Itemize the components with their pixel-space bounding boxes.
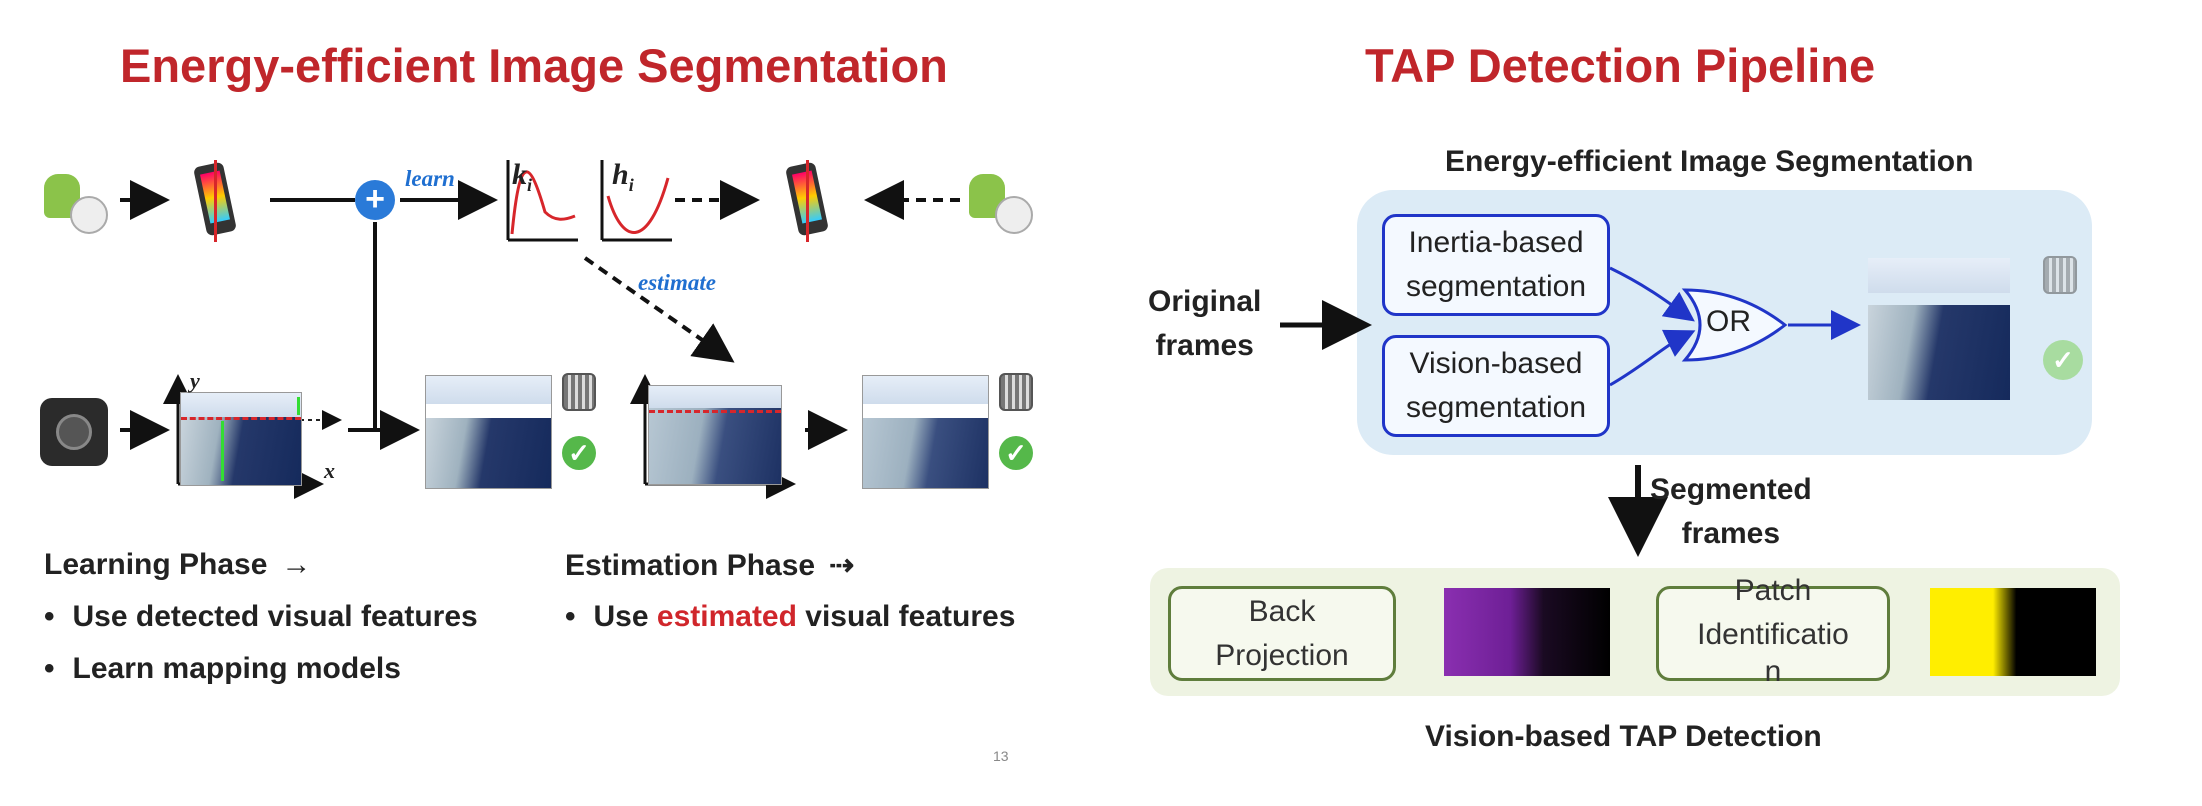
- axis-x-label: x: [324, 458, 335, 483]
- left-title: Energy-efficient Image Segmentation: [120, 39, 948, 92]
- right-title: TAP Detection Pipeline: [1365, 39, 1876, 92]
- arrow-vision-to-or: [1609, 329, 1696, 387]
- back-projection-map-image: [1444, 588, 1610, 676]
- phone-rotation-icon: [178, 160, 258, 242]
- segmentation-output-image: [1868, 258, 2010, 400]
- arrow-inertia-to-or: [1609, 266, 1695, 322]
- camera-icon: [40, 398, 108, 466]
- estimation-phase-heading: Estimation Phase⇢: [565, 549, 855, 582]
- learn-label: learn: [405, 166, 455, 191]
- combine-plus-icon: +: [355, 180, 395, 220]
- tap-detection-footer: Vision-based TAP Detection: [1425, 720, 1822, 753]
- dashed-arrow-icon: ⇢: [829, 549, 855, 582]
- solid-arrow-icon: →: [281, 548, 312, 581]
- patch-output-image: [1930, 588, 2096, 676]
- android-sensor-icon: [40, 168, 110, 234]
- axis-y-label: y: [190, 368, 200, 393]
- page-number: 13: [993, 748, 1009, 764]
- segmented-frame-1: [425, 375, 552, 489]
- arrow-estimate: [583, 256, 735, 363]
- k-graph: [506, 160, 578, 242]
- battery-saving-icon: [562, 373, 596, 411]
- check-icon-2: ✓: [999, 436, 1033, 470]
- h-graph: [600, 160, 672, 242]
- learning-bullet-2: Learn mapping models: [44, 652, 401, 686]
- learning-phase-heading: Learning Phase→: [44, 548, 312, 581]
- pipeline-flow-diagram: [1280, 266, 1928, 647]
- or-label: OR: [1706, 305, 1751, 338]
- learning-bullet-1: Use detected visual features: [44, 600, 478, 634]
- battery-saving-icon-2: [999, 373, 1033, 411]
- learning-flow-diagram: [120, 160, 960, 499]
- android-sensor-icon-2: [965, 168, 1035, 234]
- segmented-frame-2: [862, 375, 989, 489]
- k-label: ki: [512, 158, 533, 195]
- estimate-label: estimate: [638, 270, 716, 295]
- battery-saving-icon-3: [2043, 256, 2077, 294]
- or-gate: [1681, 288, 1788, 362]
- learning-frame-image: [180, 392, 302, 486]
- estimation-bullet: Use estimated visual features: [565, 600, 1016, 634]
- h-label: hi: [612, 158, 634, 195]
- check-icon-3: ✓: [2043, 340, 2083, 380]
- estimated-frame-image: [648, 385, 782, 485]
- segmentation-header: Energy-efficient Image Segmentation: [1445, 145, 1974, 178]
- check-icon: ✓: [562, 436, 596, 470]
- phone-rotation-icon-2: [770, 160, 850, 242]
